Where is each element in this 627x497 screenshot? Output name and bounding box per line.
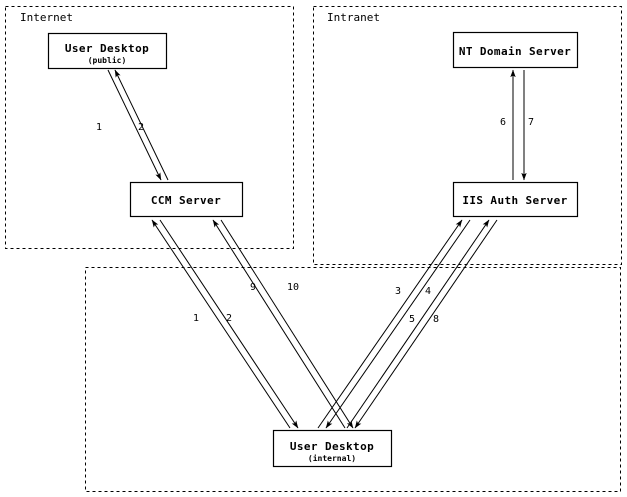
flow-line-1-public <box>107 69 162 181</box>
node-user-desktop-internal-box[interactable] <box>272 429 393 468</box>
flow-group-internal-iis-34: 3 4 <box>317 219 471 429</box>
node-user-desktop-public[interactable]: User Desktop (public) <box>47 32 168 70</box>
flow-line-9 <box>212 219 346 429</box>
flow-label-8: 8 <box>433 314 439 325</box>
zone-internal-border <box>85 267 621 492</box>
flow-line-5 <box>346 219 490 429</box>
flow-group-internal-ccm-12: 1 2 <box>151 219 299 429</box>
flow-line-8 <box>354 219 498 429</box>
zone-intranet-border <box>313 6 622 265</box>
zone-intranet-label: Intranet <box>327 11 380 24</box>
node-iis-auth-server-title: IIS Auth Server <box>462 194 567 207</box>
node-iis-auth-server-box[interactable] <box>452 181 579 218</box>
flow-line-10 <box>220 219 354 429</box>
zone-internal <box>85 267 621 492</box>
flow-group-iis-nt: 6 7 <box>500 69 534 181</box>
flow-label-3: 3 <box>395 286 401 297</box>
flow-line-2-public <box>114 69 169 181</box>
flow-line-3 <box>317 219 463 429</box>
zone-internet-border <box>5 6 294 249</box>
zone-internet: Internet <box>5 6 294 249</box>
flow-label-1-internal: 1 <box>193 313 199 324</box>
flow-line-4 <box>325 219 471 429</box>
node-iis-auth-server[interactable]: IIS Auth Server <box>452 181 579 218</box>
flow-line-1-internal <box>151 219 291 429</box>
flow-label-1-public: 1 <box>96 122 102 133</box>
node-ccm-server-box[interactable] <box>129 181 244 218</box>
flow-group-public-ccm: 1 2 <box>96 69 169 181</box>
zone-internet-label: Internet <box>20 11 73 24</box>
flow-label-9: 9 <box>250 282 256 293</box>
node-nt-domain-server[interactable]: NT Domain Server <box>452 31 579 69</box>
flow-label-4: 4 <box>425 286 431 297</box>
node-user-desktop-internal-subtitle: (internal) <box>308 453 356 463</box>
flow-group-internal-ccm-910: 9 10 <box>212 219 354 429</box>
flow-group-internal-iis-58: 5 8 <box>346 219 498 429</box>
flow-label-6: 6 <box>500 117 506 128</box>
flow-line-2-internal <box>159 219 299 429</box>
flow-label-2-internal: 2 <box>226 313 232 324</box>
node-user-desktop-public-title: User Desktop <box>65 42 149 55</box>
node-nt-domain-server-title: NT Domain Server <box>459 45 571 58</box>
node-ccm-server-title: CCM Server <box>151 194 221 207</box>
node-user-desktop-internal[interactable]: User Desktop (internal) <box>272 429 393 468</box>
zone-intranet: Intranet <box>313 6 622 265</box>
node-user-desktop-public-subtitle: (public) <box>88 55 127 65</box>
flow-label-5: 5 <box>409 314 415 325</box>
node-nt-domain-server-box[interactable] <box>452 31 579 69</box>
flow-label-10: 10 <box>287 282 299 293</box>
node-ccm-server[interactable]: CCM Server <box>129 181 244 218</box>
node-user-desktop-public-box[interactable] <box>47 32 168 70</box>
flow-label-2-public: 2 <box>138 122 144 133</box>
flow-label-7: 7 <box>528 117 534 128</box>
node-user-desktop-internal-title: User Desktop <box>290 440 374 453</box>
